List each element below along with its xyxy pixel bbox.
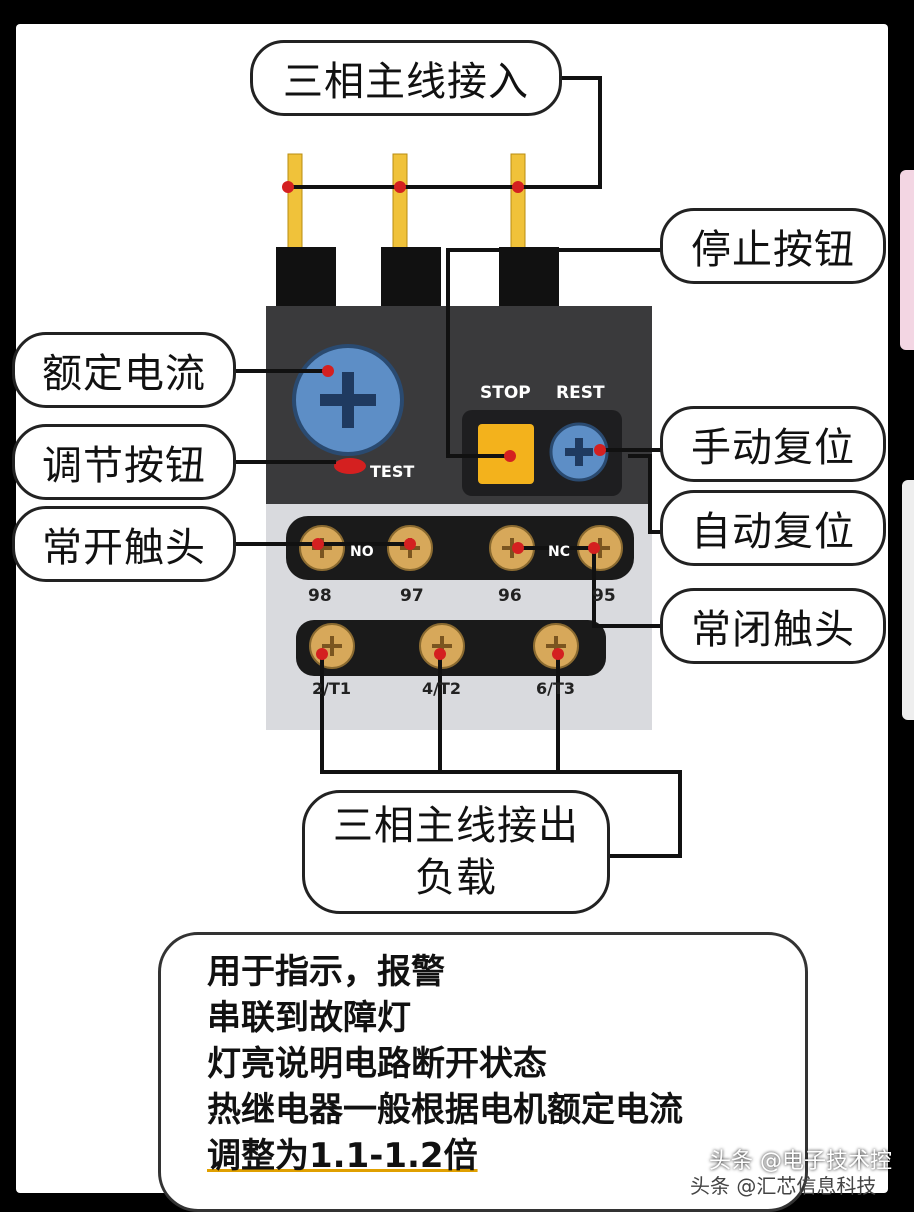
terminal-t2: 4/T2 bbox=[422, 679, 461, 698]
leader-wires bbox=[236, 76, 682, 858]
note-line-5: 调整为1.1-1.2倍 bbox=[207, 1136, 478, 1176]
terminal-t1: 2/T1 bbox=[312, 679, 351, 698]
test-button bbox=[334, 458, 366, 474]
callout-rated-current: 额定电流 bbox=[12, 332, 236, 408]
pin-base-2 bbox=[381, 247, 441, 307]
nc-label: NC bbox=[548, 544, 570, 560]
rest-label: REST bbox=[556, 383, 605, 403]
pin-base-3 bbox=[499, 247, 559, 307]
callout-three-phase-out-line2: 负载 bbox=[415, 855, 497, 901]
watermark-main: 头条 @电子技术控 bbox=[709, 1149, 892, 1174]
input-pins bbox=[276, 153, 559, 307]
wire-t1 bbox=[320, 654, 682, 858]
pin-l2 bbox=[392, 153, 408, 255]
callout-three-phase-out-line1: 三相主线接出 bbox=[333, 803, 579, 849]
right-edge-strip-2 bbox=[902, 480, 914, 720]
wire-nc bbox=[518, 546, 662, 628]
callout-stop-button: 停止按钮 bbox=[660, 208, 886, 284]
terminal-96: 96 bbox=[498, 586, 522, 606]
callout-three-phase-out: 三相主线接出 负载 bbox=[302, 790, 610, 914]
wire-input bbox=[288, 76, 602, 189]
callout-three-phase-in: 三相主线接入 bbox=[250, 40, 562, 116]
test-label: TEST bbox=[370, 462, 414, 481]
stop-label: STOP bbox=[480, 383, 531, 403]
terminal-t3: 6/T3 bbox=[536, 679, 575, 698]
callout-no-contact: 常开触头 bbox=[12, 506, 236, 582]
terminal-98: 98 bbox=[308, 586, 332, 606]
note-line-4: 热继电器一般根据电机额定电流 bbox=[207, 1090, 683, 1130]
callout-manual-reset: 手动复位 bbox=[660, 406, 886, 482]
note-line-3: 灯亮说明电路断开状态 bbox=[207, 1044, 547, 1084]
note-line-2: 串联到故障灯 bbox=[207, 998, 411, 1038]
red-markers bbox=[282, 181, 606, 660]
note-line-1: 用于指示，报警 bbox=[207, 952, 445, 992]
watermark-sub: 头条 @汇芯信息科技 bbox=[690, 1174, 877, 1198]
pin-base-1 bbox=[276, 247, 336, 307]
terminal-95: 95 bbox=[592, 586, 616, 606]
callout-adjust-button: 调节按钮 bbox=[12, 424, 236, 500]
right-edge-strip bbox=[900, 170, 914, 350]
contact-strip bbox=[286, 516, 634, 580]
pin-l1 bbox=[287, 153, 303, 255]
pin-l3 bbox=[510, 153, 526, 255]
wire-auto bbox=[628, 454, 662, 534]
callout-nc-contact: 常闭触头 bbox=[660, 588, 886, 664]
terminal-97: 97 bbox=[400, 586, 424, 606]
note-box: 用于指示，报警 串联到故障灯 灯亮说明电路断开状态 热继电器一般根据电机额定电流… bbox=[158, 932, 808, 1212]
wire-stop bbox=[446, 248, 662, 458]
callout-auto-reset: 自动复位 bbox=[660, 490, 886, 566]
no-label: NO bbox=[350, 544, 374, 560]
